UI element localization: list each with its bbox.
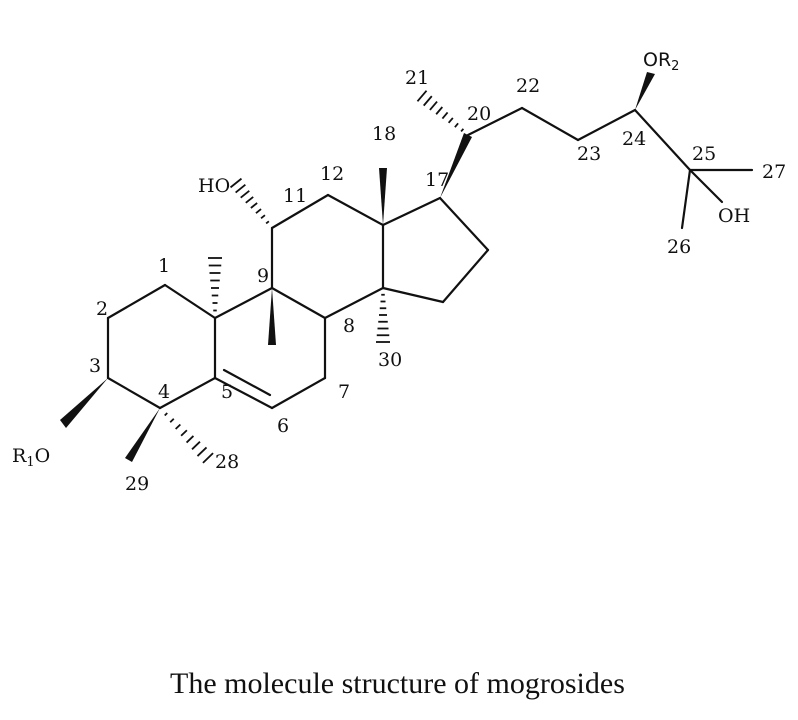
hash-c4-c28-stroke [191,441,201,450]
hash-c4-c28-stroke [196,446,208,457]
bond-c9-c10 [213,286,274,320]
hash-c4-c28-stroke [180,429,188,437]
bond-c5-c6-double [222,368,272,397]
bond-c6-c7 [270,376,327,410]
atom-label-4: 4 [158,381,170,403]
bond-c10-c1 [163,283,217,320]
bond-c13-c17 [381,196,442,227]
hash-c4-c28-stroke [202,452,214,464]
atom-label-26: 26 [667,236,691,258]
hash-c20-c21-stroke [435,106,444,115]
bond-c23-c24 [576,108,637,142]
atom-label-17: 17 [425,169,449,191]
hashed-bonds [164,90,465,464]
bond-c17-c16 [438,196,490,252]
hash-c14-c30 [376,293,390,343]
atom-label-30: 30 [378,349,402,371]
bond-c1-c2 [106,283,167,320]
bond-c25-c26 [680,168,692,230]
hash-c4-c28 [164,412,214,464]
hash-c20-c21-stroke [423,95,433,107]
hash-c11-o-stroke [255,208,262,214]
bond-c16-c15 [441,248,490,304]
bond-c14-c8 [323,286,385,320]
bond-c8-c9 [270,286,327,320]
hash-c20-c21-stroke [429,100,438,111]
hash-c20-c21-stroke [460,128,465,133]
atom-labels: 1 2 3 4 5 6 7 8 9 11 12 17 18 20 21 22 2… [89,67,786,495]
hash-c11-o-stroke [260,214,266,220]
hash-c4-c28-stroke [164,412,168,417]
wedge-c9-methyl [268,288,276,345]
hash-c11-o [229,177,270,225]
atom-label-12: 12 [320,163,344,185]
group-labels: R1O OR2 HO OH [12,49,750,470]
hash-c10-methyl [208,257,222,312]
group-label-or2: OR2 [643,49,679,74]
bond-c24-c25 [633,108,692,172]
hash-c20-c21-stroke [416,90,428,102]
atom-label-1: 1 [158,255,170,277]
atom-label-20: 20 [467,103,491,125]
hash-c11-o-stroke [229,177,243,189]
bond-c15-c14 [381,286,445,304]
group-label-ho: HO [198,175,230,197]
bond-lines [106,106,754,410]
bond-c11-c12 [270,193,330,230]
wedge-c4-c29 [125,408,160,462]
wedge-c3-o [60,378,108,428]
bond-c5-c6 [213,376,274,410]
atom-label-24: 24 [622,128,646,150]
hash-c11-o-stroke [245,196,254,204]
hash-c20-c21-stroke [447,117,454,124]
hash-c4-c28-stroke [169,418,175,423]
atom-label-22: 22 [516,75,540,97]
atom-label-18: 18 [372,123,396,145]
group-label-r1o: R1O [12,445,50,470]
atom-label-2: 2 [96,298,108,320]
wedge-c24-o [635,72,655,110]
atom-label-21: 21 [405,67,429,89]
hash-c20-c21-stroke [441,111,449,120]
atom-label-7: 7 [338,381,350,403]
atom-label-9: 9 [257,265,269,287]
wedge-bonds [60,72,655,462]
atom-label-3: 3 [89,355,101,377]
bond-c22-c23 [520,106,580,142]
group-label-oh: OH [718,205,750,227]
atom-label-23: 23 [577,143,601,165]
figure-caption: The molecule structure of mogrosides [170,667,625,700]
atom-label-6: 6 [277,415,289,437]
wedge-c17-c20 [440,133,472,198]
wedge-c13-c18 [379,168,387,225]
hash-c11-o-stroke [235,184,246,194]
bond-c4-c5 [158,376,217,410]
hash-c20-c21-stroke [454,122,459,128]
hash-c4-c28-stroke [185,435,195,444]
hash-c11-o-stroke [250,202,258,209]
hash-c4-c28-stroke [175,423,181,430]
bond-c3-c4 [106,376,162,410]
atom-label-8: 8 [343,315,355,337]
bond-c12-c13 [326,193,385,227]
atom-label-25: 25 [692,143,716,165]
hash-c11-o-stroke [240,190,250,199]
atom-label-28: 28 [215,451,239,473]
hash-c11-o-stroke [265,220,270,225]
atom-label-27: 27 [762,161,786,183]
atom-label-11: 11 [283,185,307,207]
bond-c25-oh [688,168,724,204]
bond-c20-c22 [466,106,524,137]
hash-c20-c21 [416,90,465,133]
atom-label-5: 5 [221,381,233,403]
atom-label-29: 29 [125,473,149,495]
